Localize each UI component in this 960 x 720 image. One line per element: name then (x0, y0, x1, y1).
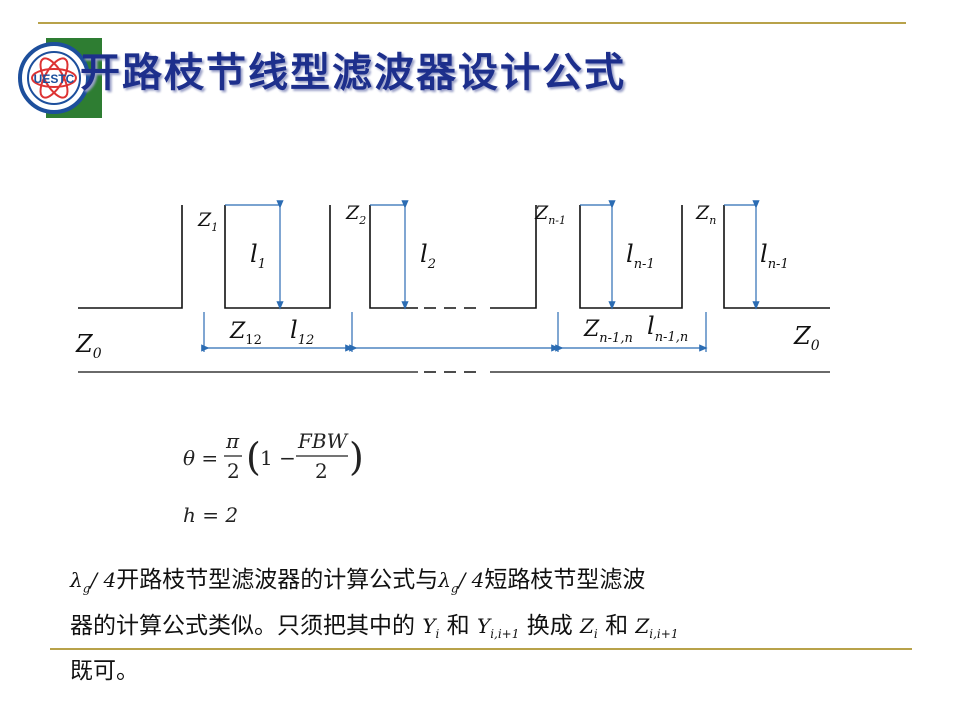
y-symbol: Yi (422, 613, 440, 641)
paren-close: ) (349, 435, 364, 479)
theta-lhs: θ = (183, 446, 218, 470)
label-zn: Zn (695, 202, 716, 227)
description-paragraph: λg/ 4开路枝节型滤波器的计算公式与λg/ 4短路枝节型滤波 器的计算公式类似… (70, 562, 930, 690)
label-ln-1-n: ln-1,n (647, 312, 688, 345)
z-symbol: Zi (580, 613, 598, 641)
uestc-logo-icon: UESTC (18, 38, 102, 118)
paren-open: ( (246, 435, 261, 479)
label-z2: Z2 (345, 202, 366, 227)
one-minus: 1 − (260, 446, 296, 470)
text-line-1a: 开路枝节型滤波器的计算公式与 (116, 567, 439, 593)
label-l12: l12 (290, 316, 314, 348)
z-ii1-symbol: Zi,i+1 (635, 613, 679, 641)
top-rule (38, 22, 906, 24)
quarter-symbol-2: / 4 (458, 568, 485, 592)
label-l1: l1 (250, 240, 266, 272)
label-ln-1: ln-1 (626, 240, 655, 272)
fbw-text: FBW (297, 429, 349, 453)
y-ii1-symbol: Yi,i+1 (476, 613, 520, 641)
lambda-symbol: λ (70, 568, 83, 592)
svg-text:UESTC: UESTC (34, 72, 75, 86)
ellipsis-dashes (424, 307, 484, 373)
and-text-1: 和 (446, 612, 470, 639)
label-ln-1-right: ln-1 (760, 240, 789, 272)
text-line-1b: 短路枝节型滤波 (484, 567, 646, 593)
text-line-3: 既可。 (70, 657, 139, 684)
swap-text: 换成 (526, 612, 573, 639)
label-z0-right: Z0 (793, 322, 820, 354)
label-l2: l2 (420, 240, 436, 272)
pi-symbol: π (225, 429, 240, 453)
bottom-rule (50, 648, 912, 650)
page-title: 开路枝节线型滤波器设计公式 (80, 49, 626, 96)
lambda-subscript-2: g (450, 581, 459, 596)
lambda-subscript: g (82, 581, 91, 596)
dimension-markers (201, 200, 760, 352)
label-zn-1-n: Zn-1,n (583, 317, 633, 346)
lambda-symbol-2: λ (438, 568, 451, 592)
denominator-2: 2 (315, 459, 328, 483)
quarter-symbol: / 4 (90, 568, 117, 592)
and-text-2: 和 (605, 612, 629, 639)
label-zn-1: Zn-1 (534, 202, 566, 227)
h-equation: h = 2 (183, 503, 238, 527)
text-line-2: 器的计算公式类似。只须把其中的 (70, 612, 415, 639)
label-z12: Z12 (229, 319, 262, 348)
denominator-1: 2 (227, 459, 240, 483)
label-z0-left: Z0 (75, 330, 102, 362)
label-z1: Z1 (197, 209, 218, 234)
